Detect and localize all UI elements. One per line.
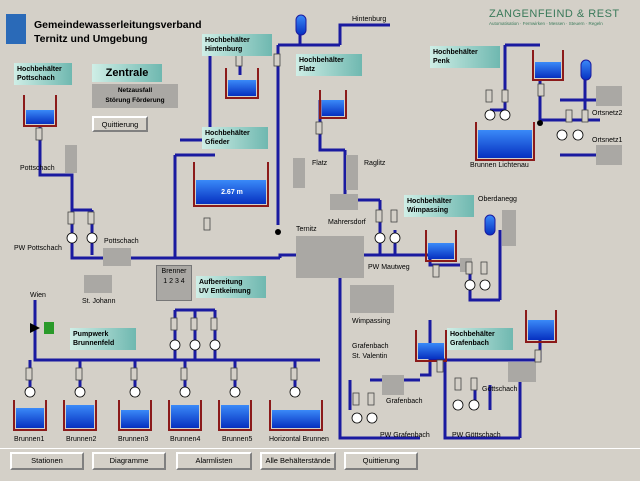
label-brunnen5: Brunnen5 bbox=[222, 436, 253, 443]
label-ternitz: Ternitz bbox=[296, 226, 317, 233]
stationen-button[interactable]: Stationen bbox=[10, 452, 84, 470]
label-pottschach: Pottschach bbox=[20, 165, 55, 172]
label-flatz: Flatz bbox=[312, 160, 328, 167]
label-brunnen-lichtenau: Brunnen Lichtenau bbox=[470, 162, 529, 169]
label-hintenburg: Hintenburg bbox=[352, 16, 387, 23]
pressure-vessel-oberdanegg bbox=[484, 214, 496, 236]
zentrale-status: Netzausfall Störung Förderung bbox=[92, 84, 178, 108]
label-ortsnetz1: Ortsnetz1 bbox=[592, 137, 623, 144]
header-title-line1: Gemeindewasserleitungsverband bbox=[34, 19, 202, 31]
hochbehaelter-flatz-label[interactable]: Hochbehälter Flatz bbox=[296, 54, 362, 76]
label-horizontal-brunnen: Horizontal Brunnen bbox=[269, 436, 329, 443]
hochbehaelter-gfieder-label[interactable]: Hochbehälter Gfieder bbox=[202, 127, 268, 149]
gfieder-level-value: 2.67 m bbox=[221, 189, 243, 196]
pressure-vessel-ortsnetz bbox=[580, 59, 592, 81]
hochbehaelter-penk-label[interactable]: Hochbehälter Penk bbox=[430, 46, 500, 68]
tank-hintenburg bbox=[225, 68, 259, 99]
label-brunnen4: Brunnen4 bbox=[170, 436, 201, 443]
label-pw-goettschach: PW Göttschach bbox=[452, 432, 501, 439]
label-wimpassing: Wimpassing bbox=[352, 318, 391, 325]
hochbehaelter-grafenbach-label[interactable]: Hochbehälter Grafenbach bbox=[447, 328, 513, 350]
label-raglitz: Raglitz bbox=[364, 160, 386, 167]
label-ortsnetz2: Ortsnetz2 bbox=[592, 110, 623, 117]
tank-wimpassing bbox=[425, 230, 457, 262]
diagramme-button[interactable]: Diagramme bbox=[92, 452, 166, 470]
label-brunnen1: Brunnen1 bbox=[14, 436, 45, 443]
brunnen-tanks bbox=[13, 400, 323, 431]
status-netzausfall: Netzausfall bbox=[117, 87, 153, 94]
quittierung-button[interactable]: Quittierung bbox=[344, 452, 418, 470]
tank-lichtenau bbox=[475, 122, 535, 161]
label-grafenbach-st-valentin: Grafenbach St. Valentin bbox=[352, 343, 389, 360]
pressure-sensor-symbols bbox=[275, 120, 543, 235]
pressure-vessel-hintenburg bbox=[295, 14, 307, 36]
label-brunnen3: Brunnen3 bbox=[118, 436, 149, 443]
tank-pottschach bbox=[23, 95, 57, 127]
label-wien: Wien bbox=[30, 292, 46, 299]
label-mahrersdorf: Mahrersdorf bbox=[328, 219, 366, 226]
label-goettschach: Göttschach bbox=[482, 386, 518, 393]
tank-goettschach bbox=[525, 310, 557, 343]
label-st-johann: St. Johann bbox=[82, 298, 116, 305]
tank-penk bbox=[532, 50, 564, 81]
valve-symbols bbox=[25, 53, 589, 406]
label-pw-pottschach: PW Pottschach bbox=[14, 245, 62, 252]
pumpwerk-brunnenfeld-label[interactable]: Pumpwerk Brunnenfeld bbox=[70, 328, 136, 350]
hochbehaelter-hintenburg-label[interactable]: Hochbehälter Hintenburg bbox=[202, 34, 272, 56]
pump-symbols bbox=[24, 109, 584, 424]
zentrale-quittierung-button[interactable]: Quittierung bbox=[92, 116, 148, 132]
alarmlisten-button[interactable]: Alarmlisten bbox=[176, 452, 252, 470]
hochbehaelter-wimpassing-label[interactable]: Hochbehälter Wimpassing bbox=[404, 195, 474, 217]
aufbereitung-label[interactable]: Aufbereitung UV Entkeimung bbox=[196, 276, 266, 298]
status-stoerung: Störung Förderung bbox=[105, 97, 165, 104]
label-brunnen2: Brunnen2 bbox=[66, 436, 97, 443]
label-grafenbach: Grafenbach bbox=[386, 398, 423, 405]
logo-tagline: Automatisation · Fernwirken · Messen · S… bbox=[489, 21, 603, 26]
hochbehaelter-pottschach-label[interactable]: Hochbehälter Pottschach bbox=[14, 63, 72, 85]
zentrale-title: Zentrale bbox=[92, 64, 162, 82]
brenner-label: Brenner bbox=[161, 268, 187, 275]
label-pw-grafenbach: PW Grafenbach bbox=[380, 432, 430, 439]
tank-grafenbach bbox=[415, 330, 447, 362]
header-title-line2: Ternitz und Umgebung bbox=[34, 33, 148, 45]
company-logo-icon bbox=[6, 14, 26, 44]
label-oberdanegg: Oberdanegg bbox=[478, 196, 517, 203]
alle-behaelterstaende-button[interactable]: Alle Behälterstände bbox=[260, 452, 336, 470]
station-blocks bbox=[65, 86, 622, 395]
logo-zangenfeind: ZANGENFEIND & REST bbox=[489, 8, 620, 20]
brenner-block[interactable]: Brenner 1 2 3 4 bbox=[156, 265, 192, 301]
brenner-numbers: 1 2 3 4 bbox=[163, 278, 185, 285]
tank-gfieder bbox=[193, 162, 269, 207]
tank-flatz bbox=[319, 90, 347, 119]
label-pw-mautweg: PW Mautweg bbox=[368, 264, 410, 271]
label-pottschach-2: Pottschach bbox=[104, 238, 139, 245]
valve-wien[interactable] bbox=[30, 322, 54, 334]
